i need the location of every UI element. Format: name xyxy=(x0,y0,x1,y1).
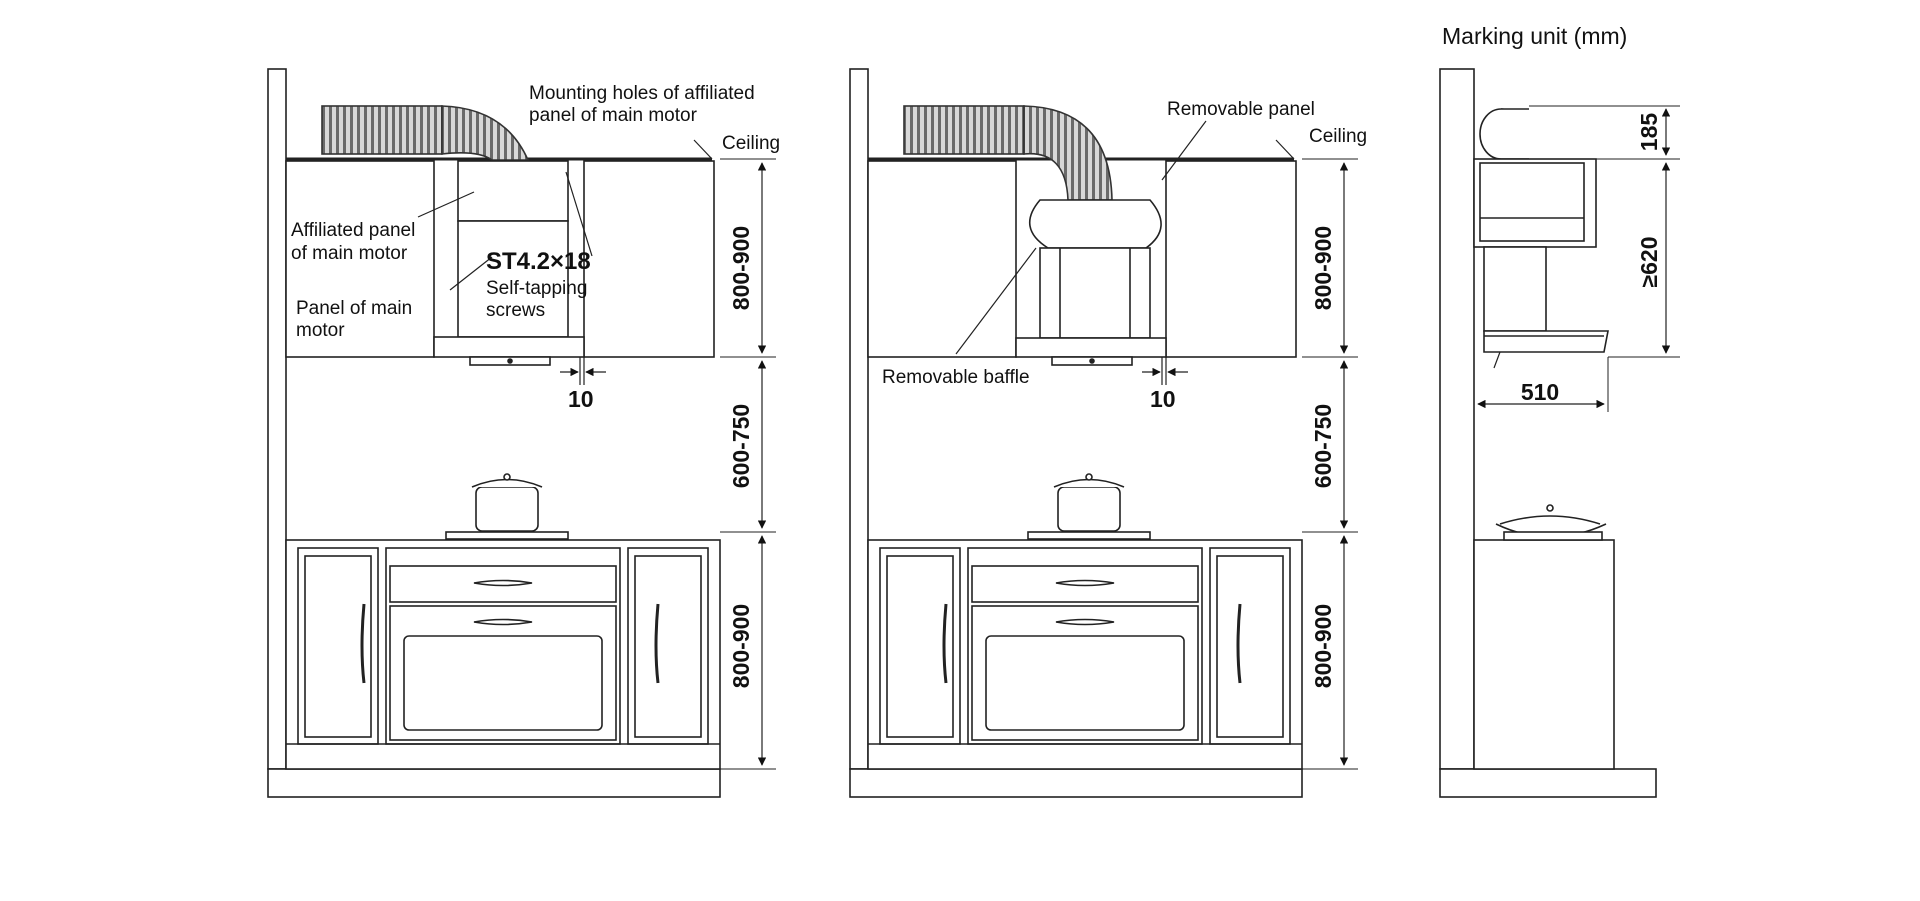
panel-main-label-2: motor xyxy=(296,320,345,341)
dim-duct-side: 185 xyxy=(1636,113,1662,152)
dim-depth-side: 510 xyxy=(1521,379,1559,405)
mounting-holes-label-1: Mounting holes of affiliated xyxy=(529,83,755,104)
dim-middle-middle: 600-750 xyxy=(1310,404,1336,488)
dim-upper-left: 800-900 xyxy=(728,226,754,310)
dim-lower-middle: 800-900 xyxy=(1310,604,1336,688)
cooking-pot-middle xyxy=(1027,473,1151,540)
dim-upper-middle: 800-900 xyxy=(1310,226,1336,310)
self-tapping-label-1: Self-tapping xyxy=(486,278,587,299)
screw-spec-label: ST4.2×18 xyxy=(486,248,591,275)
dim-lower-left: 800-900 xyxy=(728,604,754,688)
affiliated-panel-label-1: Affiliated panel xyxy=(291,220,415,241)
ceiling-label-middle: Ceiling xyxy=(1309,126,1367,147)
cooking-pot xyxy=(445,473,569,540)
removable-panel-label: Removable panel xyxy=(1167,99,1315,120)
middle-front-view xyxy=(849,68,1358,798)
affiliated-panel-label-2: of main motor xyxy=(291,243,408,264)
panel-main-label-1: Panel of main xyxy=(296,298,412,319)
dim-height-side: ≥620 xyxy=(1636,237,1662,288)
dim-middle-left: 600-750 xyxy=(728,404,754,488)
gap-dimension-left: 10 xyxy=(568,386,594,412)
exhaust-hose xyxy=(321,105,530,161)
unit-label: Marking unit (mm) xyxy=(1442,23,1627,49)
mounting-holes-label-2: panel of main motor xyxy=(529,105,698,126)
labels: Marking unit (mm) Mounting holes of affi… xyxy=(291,23,1662,688)
gap-dimension-middle: 10 xyxy=(1150,386,1176,412)
self-tapping-label-2: screws xyxy=(486,300,545,321)
left-front-view xyxy=(267,68,776,798)
side-view xyxy=(1439,68,1680,798)
removable-baffle-label: Removable baffle xyxy=(882,367,1030,388)
ceiling-label-left: Ceiling xyxy=(722,133,780,154)
exhaust-hose-middle xyxy=(903,105,1113,201)
